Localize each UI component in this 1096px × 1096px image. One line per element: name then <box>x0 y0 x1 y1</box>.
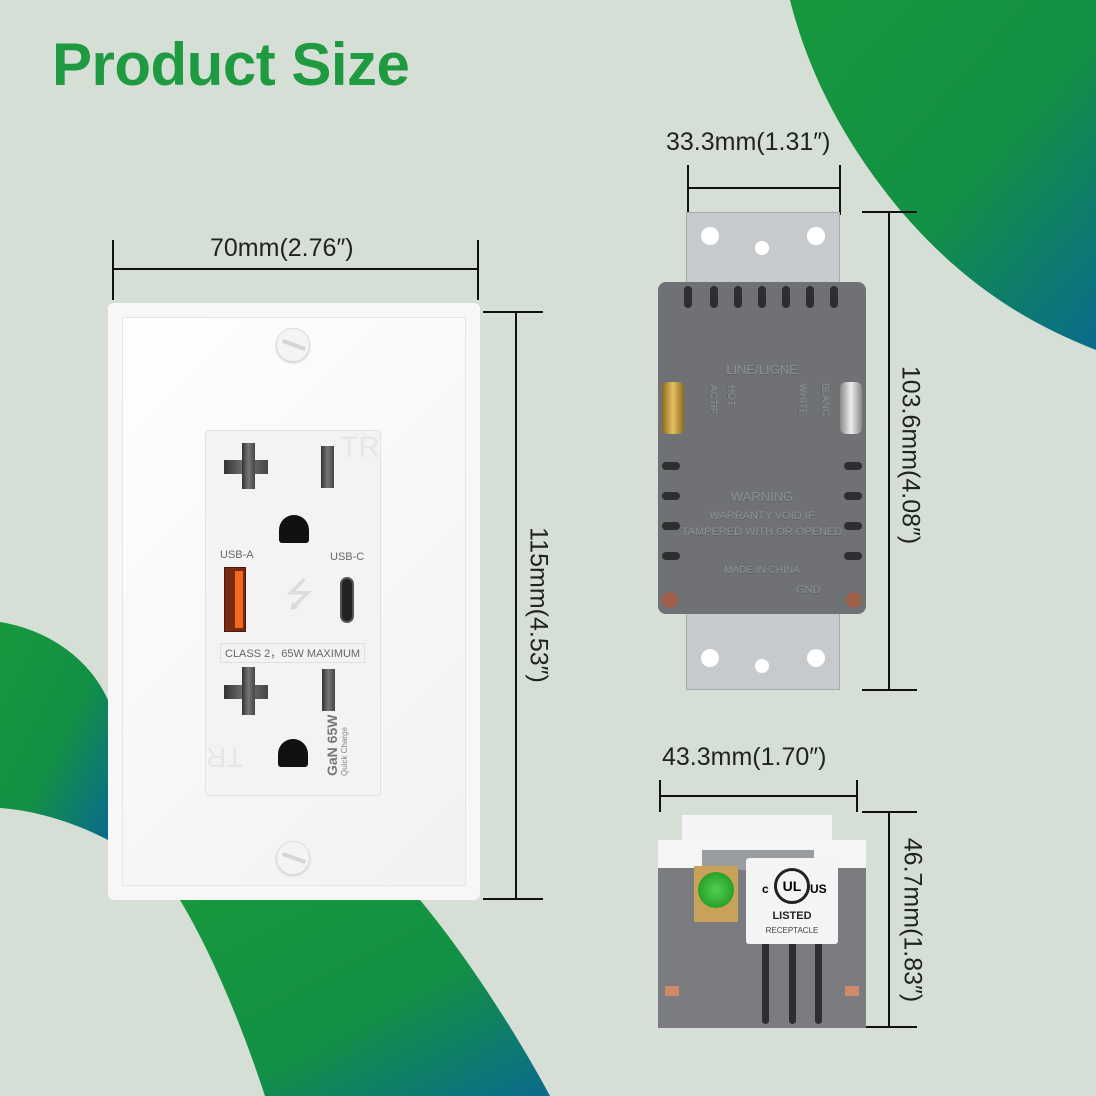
vent <box>782 286 790 308</box>
hole <box>701 227 719 245</box>
gnd-label: GND <box>796 584 821 596</box>
listed-text: LISTED <box>772 910 812 922</box>
vent <box>762 900 769 1024</box>
usb-a-port[interactable] <box>224 567 246 632</box>
vent <box>844 462 862 470</box>
dim-tick <box>483 898 543 900</box>
page-title: Product Size <box>52 31 410 98</box>
dim-tick <box>856 780 858 812</box>
vent <box>844 492 862 500</box>
terminal-screw-icon <box>845 986 859 996</box>
vent <box>758 286 766 308</box>
back-width-label: 33.3mm(1.31″) <box>666 128 831 156</box>
warranty-line2: TAMPERED WITH OR OPENED <box>681 526 843 538</box>
class-rating-label: CLASS 2，65W MAXIMUM <box>220 643 366 663</box>
dim-tick <box>862 811 917 813</box>
ul-logo: UL <box>774 868 810 904</box>
dim-tick <box>862 1026 917 1028</box>
vent <box>830 286 838 308</box>
terminal-screw-brass <box>662 382 684 434</box>
dim-tick <box>687 165 689 215</box>
vent <box>806 286 814 308</box>
warning-label: WARNING <box>730 489 794 504</box>
back-height-label: 103.6mm(4.08″) <box>896 365 925 545</box>
back-width-line <box>688 187 840 189</box>
side-height-line <box>888 812 890 1027</box>
terminal-screw-silver <box>840 382 862 434</box>
gan-label: GaN 65W Quick Charge <box>324 715 349 776</box>
side-height-label: 46.7mm(1.83″) <box>898 837 927 1003</box>
dim-tick <box>477 240 479 300</box>
screw-icon <box>662 592 678 608</box>
vent <box>684 286 692 308</box>
dim-tick <box>839 165 841 215</box>
terminal-screw-icon <box>665 986 679 996</box>
receptacle-text: RECEPTACLE <box>765 926 819 935</box>
outlet-slot <box>242 667 255 715</box>
made-in-label: MADE IN CHINA <box>724 565 800 576</box>
dim-tick <box>862 689 917 691</box>
usb-a-label: USB-A <box>220 549 254 561</box>
hole <box>807 227 825 245</box>
ground-hole <box>278 739 308 767</box>
back-height-line <box>888 212 890 690</box>
vent <box>710 286 718 308</box>
vent <box>734 286 742 308</box>
screw-icon <box>846 592 862 608</box>
vent <box>844 522 862 530</box>
white-label: WHITE <box>796 383 808 416</box>
swoosh-top-right <box>790 0 1096 350</box>
receptacle-back: LINE/LIGNE HOT ACTIF WHITE BLANC WARNING… <box>658 282 866 614</box>
mounting-strap-bottom <box>686 608 840 690</box>
usb-icon: ⭍ <box>285 576 314 614</box>
ground-hole <box>279 515 309 543</box>
side-width-line <box>660 795 857 797</box>
outlet-face: TR USB-A USB-C ⭍ CLASS 2，65W MAXIMUM TR … <box>205 430 381 796</box>
outlet-slot <box>321 446 334 488</box>
hole <box>755 241 769 255</box>
side-width-label: 43.3mm(1.70″) <box>662 743 827 771</box>
line-label: LINE/LIGNE <box>726 362 798 377</box>
vent <box>789 900 796 1024</box>
vent <box>844 552 862 560</box>
outlet-slot <box>322 669 335 711</box>
ul-us: US <box>810 882 827 896</box>
usb-c-label: USB-C <box>330 551 365 563</box>
tr-mark: TR <box>340 431 380 464</box>
screw-icon <box>276 841 310 875</box>
outlet-slot <box>242 443 255 489</box>
vent <box>662 552 680 560</box>
front-width-line <box>113 268 478 270</box>
blanc-label: BLANC <box>819 382 831 417</box>
front-height-line <box>515 312 517 898</box>
vent <box>815 900 822 1024</box>
ground-screw-icon <box>698 872 734 908</box>
mounting-strap-top <box>686 212 840 292</box>
dim-tick <box>483 311 543 313</box>
hot-label: HOT <box>725 384 737 407</box>
swoosh-bottom <box>180 900 550 1096</box>
quick-charge-text: Quick Charge <box>340 727 349 776</box>
ul-listed-label: c UL US LISTED RECEPTACLE <box>746 858 838 944</box>
dim-tick <box>112 240 114 300</box>
hole <box>755 659 769 673</box>
swoosh-left <box>0 622 108 840</box>
dim-tick <box>659 780 661 812</box>
gan-text: GaN 65W <box>324 714 340 776</box>
tr-mark: TR <box>206 742 244 773</box>
hole <box>807 649 825 667</box>
hole <box>701 649 719 667</box>
ul-c: c <box>762 882 769 896</box>
usb-c-port[interactable] <box>340 577 354 623</box>
dim-tick <box>862 211 917 213</box>
warranty-line1: WARRANTY VOID IF <box>709 510 815 522</box>
front-height-label: 115mm(4.53″) <box>524 527 553 683</box>
screw-icon <box>276 328 310 362</box>
front-width-label: 70mm(2.76″) <box>210 234 354 262</box>
actif-label: ACTIF <box>706 385 718 414</box>
vent <box>662 462 680 470</box>
vent <box>662 522 680 530</box>
vent <box>662 492 680 500</box>
